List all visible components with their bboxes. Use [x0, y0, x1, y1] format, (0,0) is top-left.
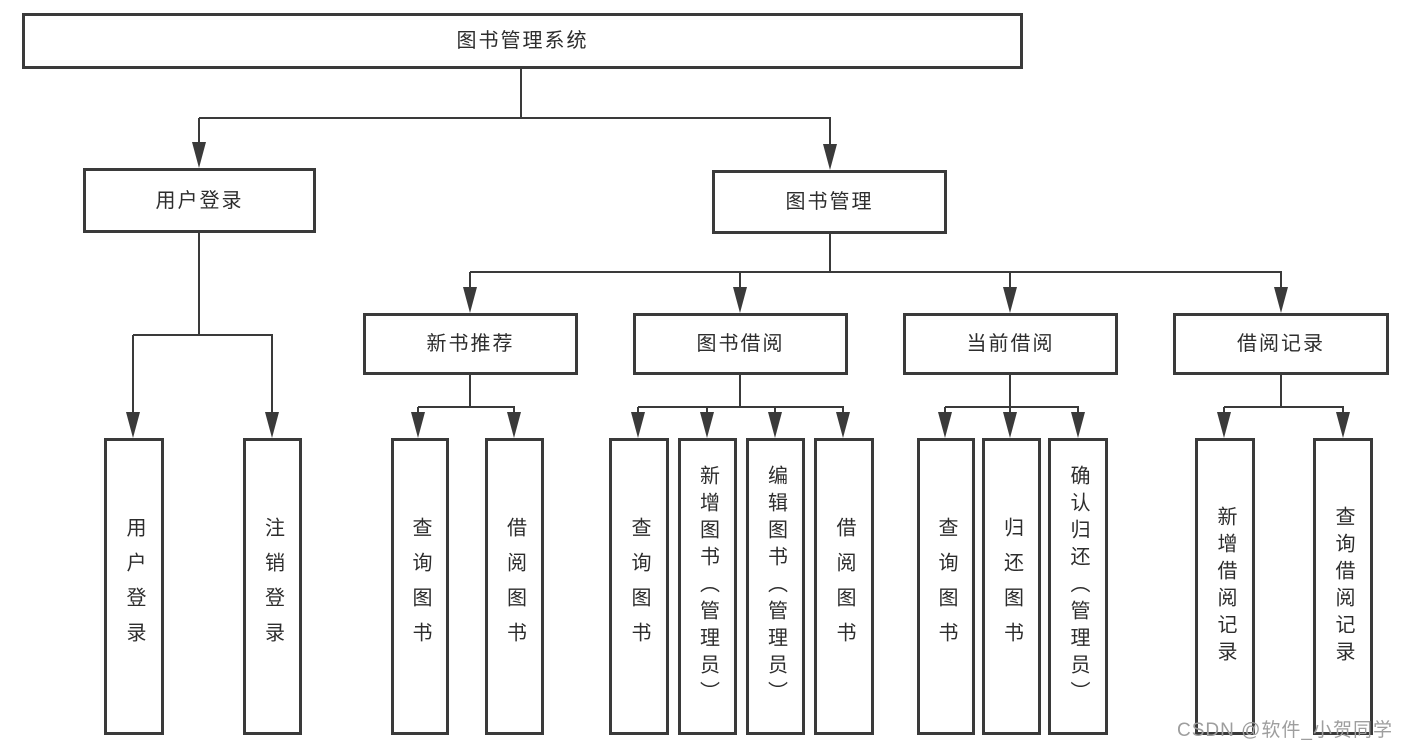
node-logout: 注销登录: [243, 438, 302, 735]
node-label-query-book-1: 查询图书: [409, 516, 431, 657]
node-label-logout: 注销登录: [261, 516, 284, 657]
arrowhead-down-icon: [631, 412, 645, 438]
arrowhead-down-icon: [1217, 412, 1231, 438]
node-library-system: 图书管理系统: [22, 13, 1023, 69]
node-label-user-login: 用户登录: [155, 189, 244, 212]
node-label-confirm-return-admin: 确认归还（管理员）: [1067, 465, 1089, 708]
node-query-book-1: 查询图书: [391, 438, 449, 735]
node-label-add-borrow-record: 新增借阅记录: [1214, 505, 1236, 668]
node-label-query-borrow-record: 查询借阅记录: [1332, 505, 1354, 668]
node-label-query-book-2: 查询图书: [628, 516, 650, 657]
node-label-query-book-3: 查询图书: [935, 516, 957, 657]
arrowhead-down-icon: [1336, 412, 1350, 438]
connector-line: [520, 67, 522, 118]
arrowhead-down-icon: [733, 287, 747, 313]
connector-line: [1009, 272, 1011, 293]
connector-line: [469, 272, 471, 293]
node-borrowing-records: 借阅记录: [1173, 313, 1389, 375]
node-add-borrow-record: 新增借阅记录: [1195, 438, 1255, 735]
node-return-book: 归还图书: [982, 438, 1041, 735]
node-edit-book-admin: 编辑图书（管理员）: [746, 438, 805, 735]
node-user-login: 用户登录: [83, 168, 316, 233]
node-confirm-return-admin: 确认归还（管理员）: [1048, 438, 1108, 735]
node-add-book-admin: 新增图书（管理员）: [678, 438, 737, 735]
connector-line: [133, 334, 273, 336]
node-borrow-book-1: 借阅图书: [485, 438, 544, 735]
arrowhead-down-icon: [1003, 287, 1017, 313]
connector-line: [1280, 374, 1282, 408]
node-label-borrow-book-2: 借阅图书: [833, 516, 855, 657]
connector-line: [945, 406, 1079, 408]
node-label-borrowing-records: 借阅记录: [1237, 333, 1325, 355]
node-label-book-borrowing: 图书借阅: [696, 333, 785, 355]
connector-line: [829, 118, 831, 149]
arrowhead-down-icon: [823, 144, 837, 170]
connector-line: [1009, 374, 1011, 408]
connector-line: [469, 374, 471, 408]
arrowhead-down-icon: [768, 412, 782, 438]
node-query-book-3: 查询图书: [917, 438, 975, 735]
connector-line: [199, 117, 831, 119]
connector-line: [829, 233, 831, 273]
arrowhead-down-icon: [938, 412, 952, 438]
connector-line: [739, 374, 741, 408]
node-label-add-book-admin: 新增图书（管理员）: [696, 465, 719, 708]
arrowhead-down-icon: [192, 142, 206, 168]
node-label-current-borrowing: 当前借阅: [966, 333, 1055, 355]
arrowhead-down-icon: [1003, 412, 1017, 438]
arrowhead-down-icon: [126, 412, 140, 438]
arrowhead-down-icon: [700, 412, 714, 438]
node-query-book-2: 查询图书: [609, 438, 669, 735]
csdn-watermark: CSDN @软件_小贺同学: [1177, 720, 1393, 741]
connector-line: [1280, 272, 1282, 293]
node-query-borrow-record: 查询借阅记录: [1313, 438, 1373, 735]
node-label-login: 用户登录: [123, 516, 145, 657]
node-login: 用户登录: [104, 438, 164, 735]
connector-line: [198, 232, 200, 336]
connector-line: [271, 335, 273, 416]
node-label-new-book-recommend: 新书推荐: [426, 333, 515, 355]
connector-line: [132, 335, 134, 416]
arrowhead-down-icon: [1071, 412, 1085, 438]
arrowhead-down-icon: [411, 412, 425, 438]
connector-line: [198, 118, 200, 147]
connector-line: [470, 271, 1282, 273]
arrowhead-down-icon: [836, 412, 850, 438]
node-new-book-recommend: 新书推荐: [363, 313, 578, 375]
node-book-management: 图书管理: [712, 170, 947, 234]
node-label-return-book: 归还图书: [1000, 516, 1023, 657]
node-book-borrowing: 图书借阅: [633, 313, 848, 375]
node-current-borrowing: 当前借阅: [903, 313, 1118, 375]
arrowhead-down-icon: [463, 287, 477, 313]
arrowhead-down-icon: [1274, 287, 1288, 313]
arrowhead-down-icon: [265, 412, 279, 438]
connector-line: [638, 406, 844, 408]
connector-line: [739, 272, 741, 293]
node-borrow-book-2: 借阅图书: [814, 438, 874, 735]
node-label-edit-book-admin: 编辑图书（管理员）: [764, 465, 787, 708]
node-label-library-system: 图书管理系统: [456, 30, 589, 52]
node-label-borrow-book-1: 借阅图书: [503, 516, 526, 657]
connector-line: [418, 406, 515, 408]
connector-line: [1224, 406, 1344, 408]
node-label-book-management: 图书管理: [785, 191, 874, 213]
arrowhead-down-icon: [507, 412, 521, 438]
